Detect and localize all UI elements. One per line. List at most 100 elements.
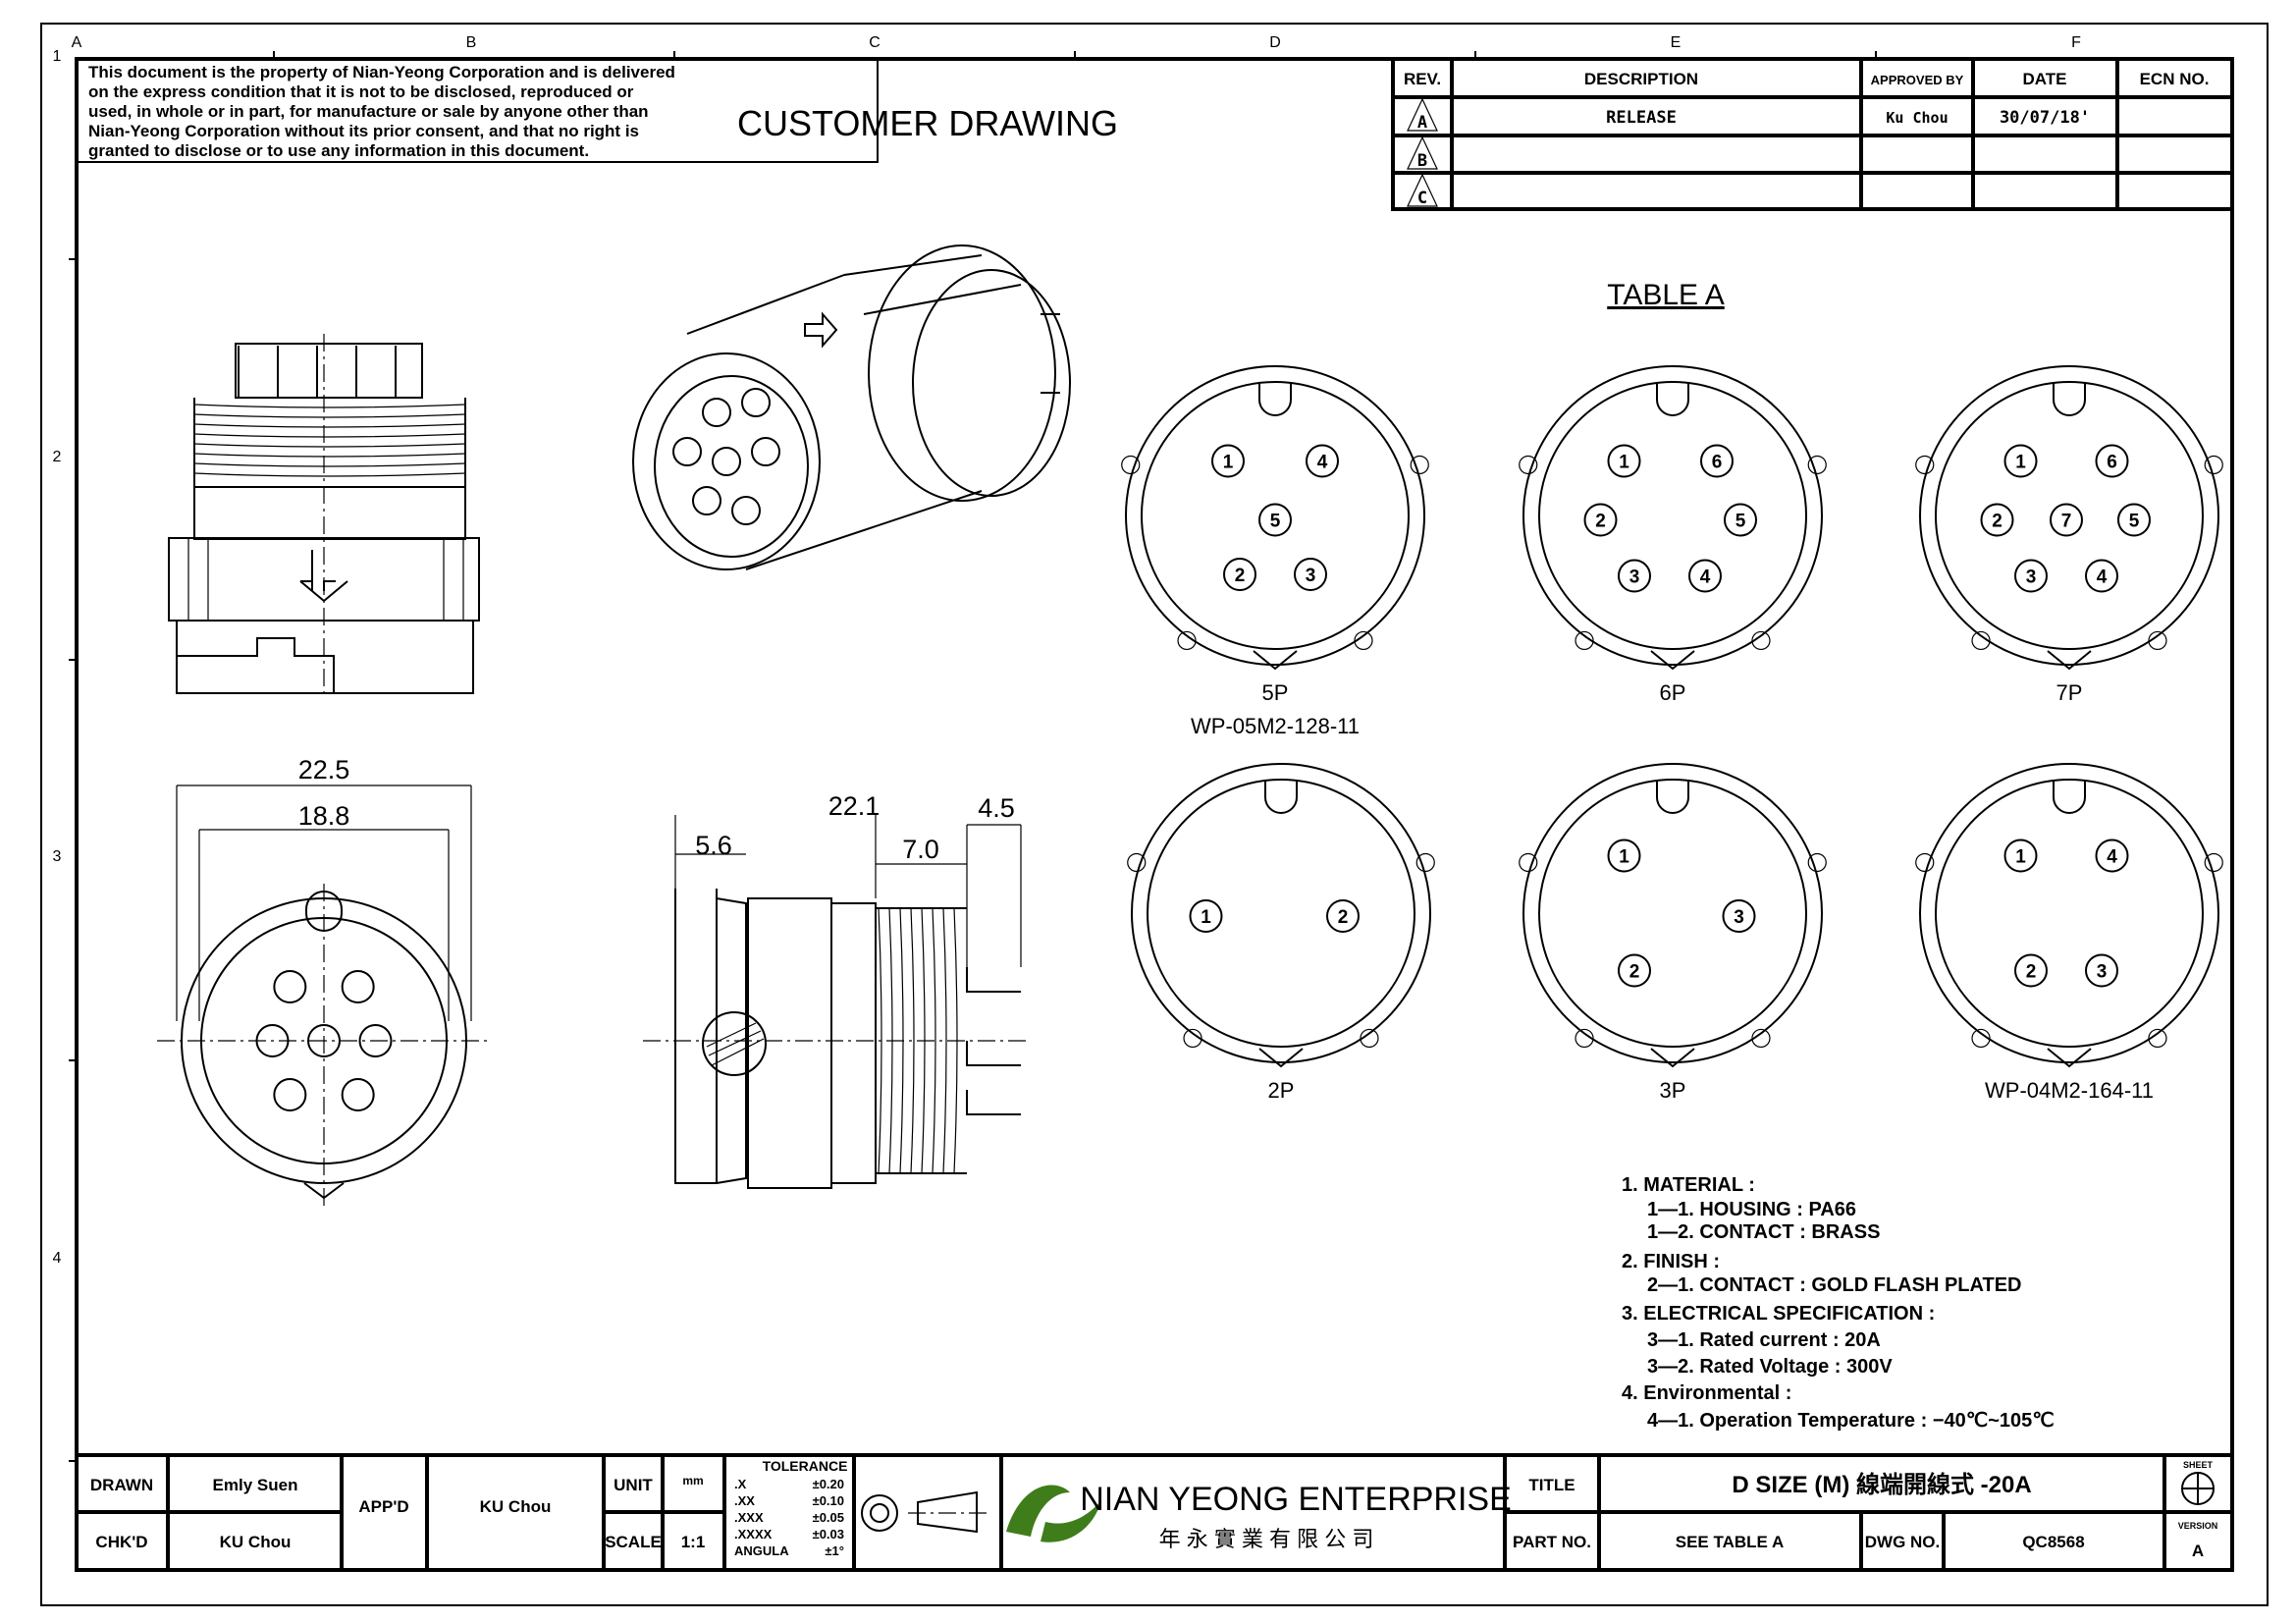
approved-label: APP'D [358,1497,408,1516]
zone-row-label: 4 [53,1250,62,1267]
zone-column-label: B [466,34,477,51]
pin-number: 2 [1235,566,1246,586]
dwg-no: QC8568 [2022,1533,2084,1551]
notice-box [76,58,879,163]
date-header: DATE [2022,70,2066,88]
pin-contact: 4 [1688,559,1722,593]
tolerance-precision: ANGULA [734,1543,789,1558]
notes: 1. MATERIAL : 1—1. HOUSING : PA66 1—2. C… [1622,1174,2055,1432]
pin-contact: 1 [2003,839,2038,873]
revision-triangle-icon [1407,173,1438,207]
revision-table: REV. DESCRIPTION APPROVED BY DATE ECN NO… [1391,57,2234,211]
pin-contact: 5 [1724,503,1757,537]
pin-number: 4 [1317,453,1328,473]
unit-value: mm [682,1474,703,1488]
tolerance-value: ±0.05 [813,1510,844,1525]
pin-hole [341,1078,375,1111]
pin-contact: 1 [1607,839,1641,873]
revision-row: B [1407,135,1438,171]
ecn-header: ECN NO. [2140,70,2210,88]
checked-label: CHK'D [95,1533,147,1551]
connector-pin-count: 3P [1660,1078,1686,1103]
pin-contact: 2 [1223,558,1256,591]
scale-label: SCALE [605,1533,662,1551]
pin-contact: 7 [2050,503,2083,537]
front-view: 22.5 18.8 [157,755,491,1208]
scale-value: 1:1 [681,1533,706,1551]
pin-contact: 6 [2095,444,2129,478]
pin-contact: 3 [1294,558,1327,591]
connector-pin-count: 5P [1262,680,1289,705]
pin-number: 2 [1338,907,1349,928]
pin-hole [273,970,307,1003]
note-line: 3—2. Rated Voltage : 300V [1647,1356,1893,1378]
dim-outer-diameter: 22.5 [298,755,350,784]
pin-number: 1 [2015,847,2026,868]
tolerance-precision: .XXXX [734,1527,773,1542]
outer-border [40,23,2269,1606]
connector-face-3p: 1 3 2 3P [1519,763,1827,1103]
company-logo [1006,1485,1101,1542]
pin-number: 1 [2015,453,2026,473]
approved-by: KU Chou [480,1497,552,1516]
note-line: 4—1. Operation Temperature : −40℃~105℃ [1647,1410,2055,1432]
title-block: DRAWN Emly Suen CHK'D KU Chou APP'D KU C… [75,1453,2234,1572]
company-name: NIAN YEONG ENTERPRISE [1080,1481,1512,1518]
isometric-view [632,244,1071,570]
pin-number: 2 [1595,512,1606,532]
note-line: 4. Environmental : [1622,1382,1791,1404]
inner-frame [75,57,2234,1572]
tolerance-value: ±0.03 [813,1527,844,1542]
revision-row: C [1407,173,1438,208]
dim-thread-end: 4.5 [978,793,1015,823]
pin-number: 3 [2097,962,2108,983]
side-view [168,334,480,697]
note-line: 3—1. Rated current : 20A [1647,1329,1881,1351]
note-line: 2. FINISH : [1622,1251,1720,1272]
pin-hole [358,1024,393,1057]
dwg-no-label: DWG NO. [1865,1533,1941,1551]
notice-text: This document is the property of Nian-Ye… [88,63,675,160]
note-line: 2—1. CONTACT : GOLD FLASH PLATED [1647,1274,2021,1296]
note-line: 1—2. CONTACT : BRASS [1647,1221,1880,1243]
note-line: 3. ELECTRICAL SPECIFICATION : [1622,1303,1935,1325]
pin-contact: 2 [1326,899,1360,933]
pin-number: 3 [1306,566,1316,586]
pin-contact: 1 [2003,444,2038,478]
revision-triangle-icon [1407,97,1438,132]
section-view: 22.1 4.5 5.6 7.0 [643,791,1031,1189]
pin-number: 1 [1223,453,1234,473]
pin-contact: 3 [2014,559,2048,593]
tolerance-value: ±1° [825,1543,844,1558]
drawing-heading: CUSTOMER DRAWING [737,103,1118,143]
pin-number: 2 [1992,512,2002,532]
connector-pin-count: 6P [1660,680,1686,705]
company-name-chinese: 年 永 實 業 有 限 公 司 [1159,1527,1374,1551]
revision-triangle-icon [1407,135,1438,170]
unit-label: UNIT [614,1476,653,1494]
pin-number: 7 [2061,512,2072,532]
description-header: DESCRIPTION [1584,70,1698,88]
notice-line: Nian-Yeong Corporation without its prior… [88,122,639,140]
connector-part-number: WP-04M2-164-11 [1985,1078,2154,1103]
projection-symbol-icon [861,1490,987,1534]
zone-column-label: C [869,34,881,51]
pin-number: 3 [1734,907,1744,928]
zone-column-label: E [1671,34,1682,51]
pin-contact: 1 [1607,444,1641,478]
pin-number: 6 [1712,453,1723,473]
pin-contact: 2 [1618,953,1651,988]
rev-letter: B [1417,151,1427,171]
tolerance-value: ±0.10 [813,1493,844,1508]
connector-pin-count: 7P [2056,680,2083,705]
drawn-label: DRAWN [90,1476,153,1494]
tolerance-precision: .XX [734,1493,755,1508]
pin-number: 6 [2107,453,2117,473]
pin-hole [273,1078,307,1111]
